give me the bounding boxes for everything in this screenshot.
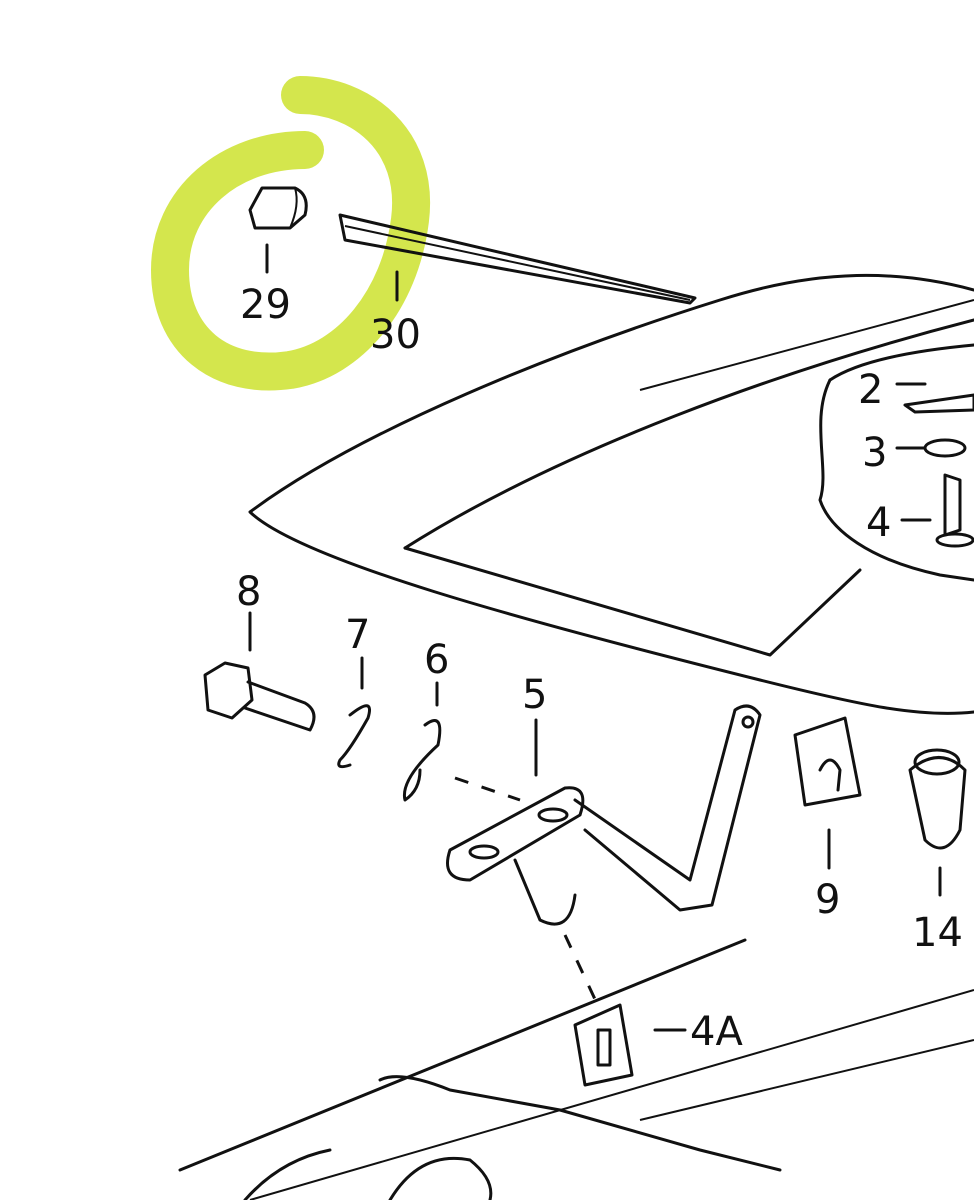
label-4a: 4A [690,1009,743,1055]
part-14-rubber-buffer [908,748,967,897]
label-6: 6 [424,637,449,683]
label-3: 3 [862,430,887,476]
part-5-hood-catch-hook [446,704,762,1011]
part-9-clip [793,716,862,870]
label-9: 9 [815,877,840,923]
part-29-rubber-stop [248,186,308,274]
label-8: 8 [236,569,261,615]
vehicle-body-front [178,938,974,1200]
part-6-washer [402,681,442,802]
part-4a-catch-plate [573,1003,687,1087]
highlight-circle [150,76,431,391]
hood-panel [248,273,974,715]
label-29: 29 [240,282,291,328]
parts-2-3-4-fasteners [895,382,974,548]
label-2: 2 [858,367,883,413]
label-14: 14 [912,910,963,956]
part-8-bolt [203,611,316,732]
label-30: 30 [370,312,421,358]
part-30-seal-strip [338,213,697,305]
label-7: 7 [345,612,370,658]
label-5: 5 [522,672,547,718]
label-4: 4 [866,500,891,546]
part-7-lock-washer [337,656,371,769]
